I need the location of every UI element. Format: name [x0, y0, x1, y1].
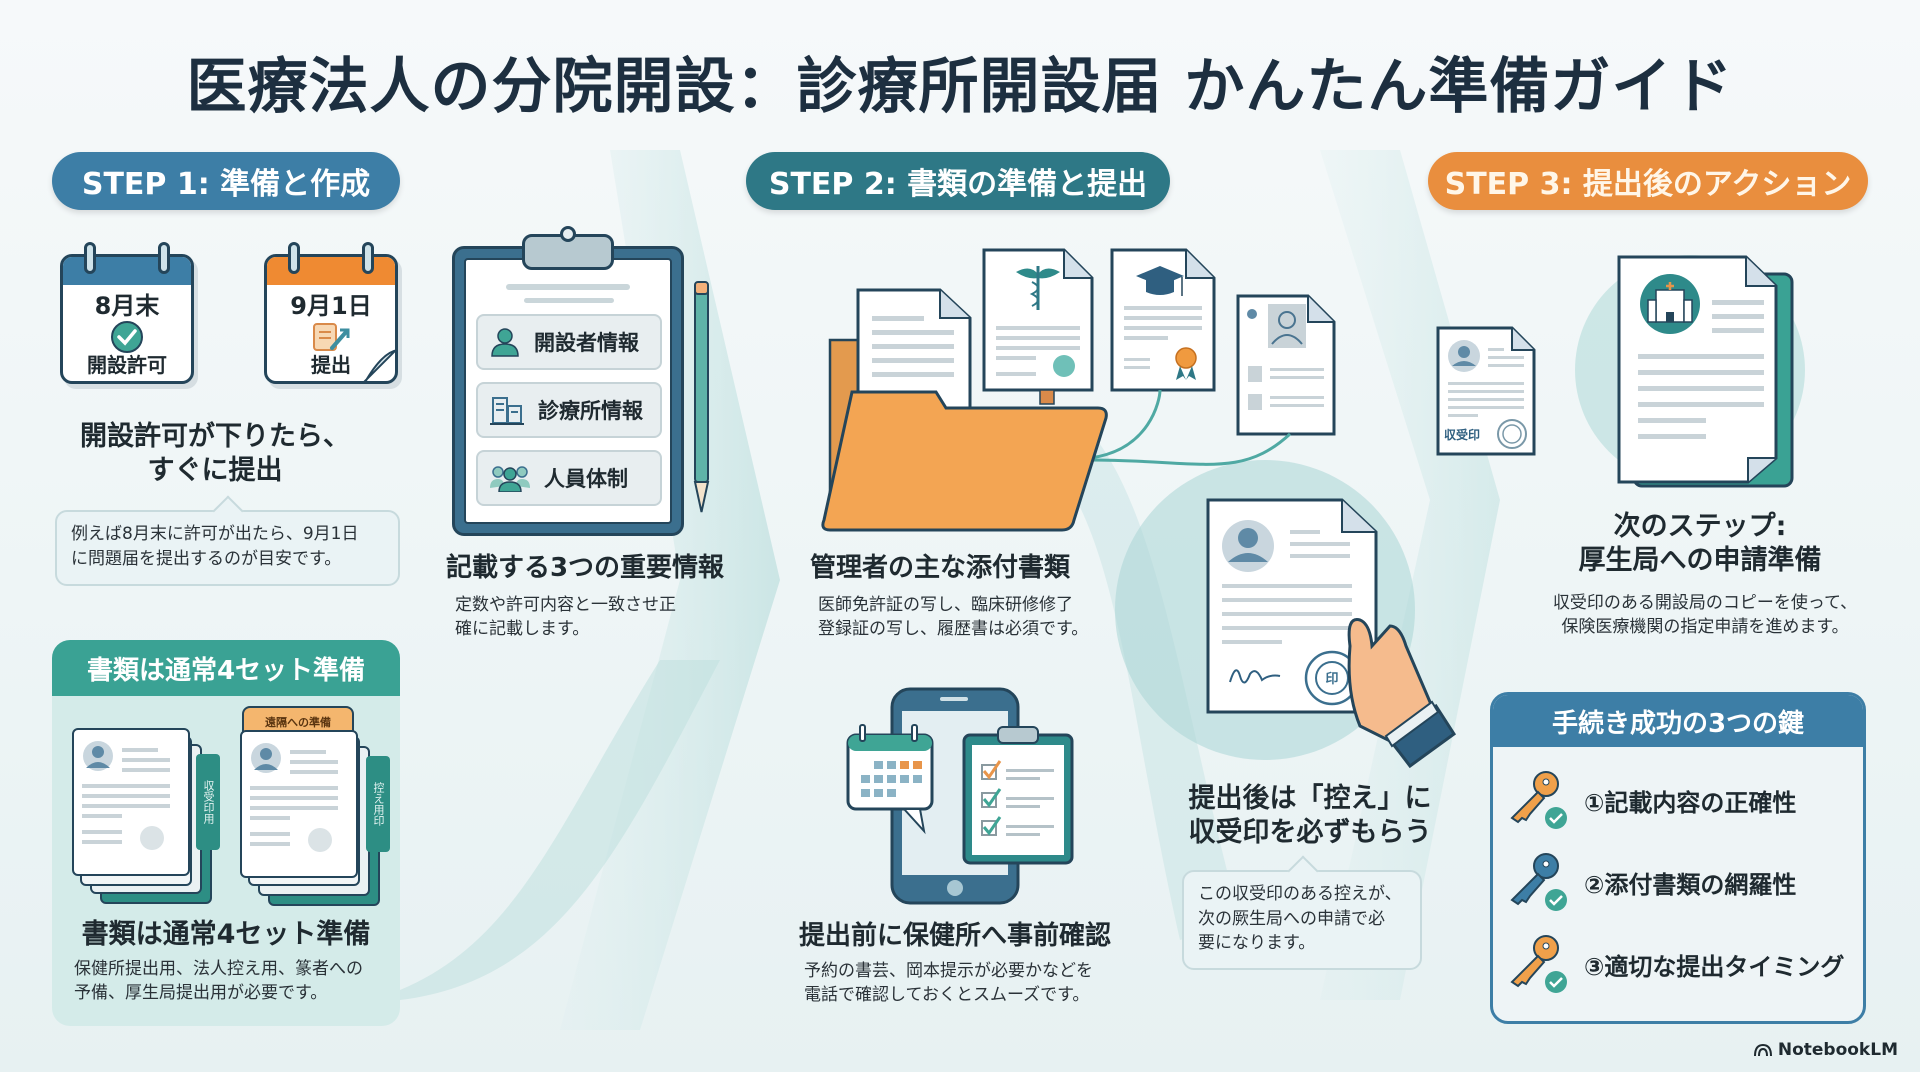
notebooklm-logo: NotebookLM [1753, 1040, 1898, 1060]
pencil-icon [693, 281, 710, 513]
stamped-copy-icon [1436, 326, 1536, 456]
calendar-date: 9月1日 [290, 292, 372, 320]
receipt-heading: 提出後は「控え」に 収受印を必ずもらう [1160, 782, 1460, 850]
clipboard-row-staffing: 人員体制 [476, 450, 662, 506]
receipt-heading-line1: 提出後は「控え」に [1188, 783, 1432, 814]
four-sets-header: 書類は通常4セット準備 [52, 640, 400, 696]
receipt-callout: この収受印のある控えが、 次の厥生局への申請で必 要になります。 [1182, 870, 1422, 970]
key-item-label: ①記載内容の正確性 [1584, 788, 1797, 817]
calendar-label: 提出 [311, 353, 351, 377]
graduation-certificate-icon [1110, 248, 1216, 392]
resume-icon [1236, 294, 1336, 436]
four-sets-heading: 書類は通常4セット準備 [81, 919, 371, 950]
four-sets-body-line2: 予備、厚生局提出用が必要です。 [74, 982, 328, 1003]
receipt-callout-line2: 次の厥生局への申請で必 [1198, 908, 1385, 929]
attachments-body-line1: 医師免許証の写し、臨床研修修了 [818, 595, 1073, 615]
notebooklm-icon [1753, 1043, 1772, 1057]
key-item-timing: ③適切な提出タイミング [1508, 934, 1844, 994]
attachments-body: 医師免許証の写し、臨床研修修了 登録証の写し、履歴書は必須です。 [818, 594, 1118, 642]
key-item-label: ③適切な提出タイミング [1584, 952, 1845, 981]
checklist-icon [962, 726, 1074, 865]
person-icon [491, 328, 519, 357]
calendar-august: 8月末 開設許可 [60, 242, 194, 384]
calendar-bubble-icon [846, 724, 934, 835]
svg-text:印: 印 [1325, 672, 1338, 687]
four-sets-body-line1: 保健所提出用、法人控え用、篆者への [74, 959, 363, 979]
resume-document-icon [82, 741, 170, 850]
receipt-callout-line3: 要になります。 [1198, 933, 1316, 954]
attachments-body-line2: 登録証の写し、履歴書は必須です。 [818, 618, 1089, 639]
step2-pill: STEP 2: 書類の準備と提出 [746, 152, 1170, 210]
hospital-icon [1640, 274, 1700, 334]
key-check-icon [1510, 853, 1567, 911]
clipboard-row-label: 診療所情報 [538, 399, 643, 423]
hospital-application-document [1617, 255, 1794, 488]
phone-checklist-illustration [846, 687, 1074, 905]
attachments-heading: 管理者の主な添付書類 [809, 553, 1070, 583]
stamp-label: 収受印 [1444, 428, 1481, 442]
group-icon [490, 466, 530, 492]
clipboard-row-clinic: 診療所情報 [476, 382, 662, 438]
brand-label: NotebookLM [1777, 1040, 1898, 1060]
page-title: 医療法人の分院開設：診療所開設届 かんたん準備ガイド [186, 52, 1734, 122]
page-curl-icon [362, 348, 398, 384]
precheck-body-line2: 電話で確認しておくとスムーズです。 [804, 984, 1090, 1005]
stamped-copy-document: 収受印 [1436, 326, 1536, 456]
step3-pill: STEP 3: 提出後のアクション [1428, 152, 1868, 210]
clipboard-row-label: 開設者情報 [534, 331, 639, 355]
next-step-body-line1: 収受印のある開設局のコピーを使って、 [1552, 593, 1858, 613]
document-send-icon [313, 323, 350, 351]
timing-callout-line2: に問題届を提出するのが目安です。 [71, 548, 342, 569]
clipboard-body-line2: 確に記載します。 [455, 618, 590, 639]
resume-document-icon [250, 743, 338, 852]
timing-callout: .callout-c1::before{left:160px;} 例えば8月末に… [55, 510, 400, 586]
key-item-label: ②添付書類の網羅性 [1584, 870, 1797, 899]
next-step-body: 収受印のある開設局のコピーを使って、 保険医療機関の指定申請を進めます。 [1530, 592, 1880, 640]
calendar-date: 8月末 [94, 292, 160, 320]
step1-pill: STEP 1: 準備と作成 [52, 152, 400, 210]
timing-heading-line1: 開設許可が下りたら、 [80, 421, 350, 452]
side-tab-left: 収受印用 [196, 754, 220, 850]
key-item-accuracy: ①記載内容の正確性 [1508, 770, 1796, 830]
signature-icon [1229, 669, 1281, 684]
building-icon [490, 397, 524, 425]
key-check-icon [1510, 935, 1567, 993]
clipboard-row-founder: 開設者情報 [476, 314, 662, 370]
key-check-icon [1510, 771, 1567, 829]
receipt-heading-line2: 収受印を必ずもらう [1188, 816, 1432, 848]
next-step-heading: 次のステップ: 厚生局への申請準備 [1530, 510, 1870, 578]
stamped-document-hand-illustration: 印 [1206, 498, 1457, 769]
medical-license-icon [982, 248, 1094, 405]
clipboard-body-line1: 定数や許可内容と一致させ正 [455, 595, 676, 615]
next-step-heading-line2: 厚生局への申請準備 [1578, 544, 1822, 576]
document-stack-right: 遠隔への準備 控え用印 [240, 706, 394, 906]
calendar-label: 開設許可 [87, 353, 167, 377]
next-step-body-line2: 保険医療機関の指定申請を進めます。 [1561, 616, 1849, 637]
precheck-heading: 提出前に保健所へ事前確認 [798, 921, 1111, 951]
check-circle-icon [111, 321, 143, 353]
clipboard-row-label: 人員体制 [544, 467, 628, 491]
key-item-completeness: ②添付書類の網羅性 [1508, 852, 1796, 912]
four-sets-body: 保健所提出用、法人控え用、篆者への 予備、厚生局提出用が必要です。 [74, 958, 394, 1006]
clipboard-body: 定数や許可内容と一致させ正 確に記載します。 [455, 594, 735, 642]
three-keys-header: 手続き成功の3つの鍵 [1493, 695, 1863, 747]
timing-callout-line1: 例えば8月末に許可が出たら、9月1日 [71, 524, 359, 544]
document-stack-left: 収受印用 [72, 728, 222, 904]
precheck-body-line1: 予約の書芸、岡本提示が必要かなどを [804, 961, 1093, 981]
next-step-heading-line1: 次のステップ: [1613, 511, 1787, 542]
calendar-september: 9月1日 提出 [264, 242, 398, 384]
precheck-body: 予約の書芸、岡本提示が必要かなどを 電話で確認しておくとスムーズです。 [804, 960, 1134, 1008]
timing-heading: 開設許可が下りたら、 すぐに提出 [70, 420, 360, 488]
folder-documents-illustration [821, 248, 1336, 532]
timing-heading-line2: すぐに提出 [147, 454, 283, 486]
receipt-callout-line1: この収受印のある控えが、 [1198, 884, 1402, 904]
side-tab-right: 控え用印 [366, 756, 390, 852]
clipboard-heading: 記載する3つの重要情報 [445, 553, 725, 583]
